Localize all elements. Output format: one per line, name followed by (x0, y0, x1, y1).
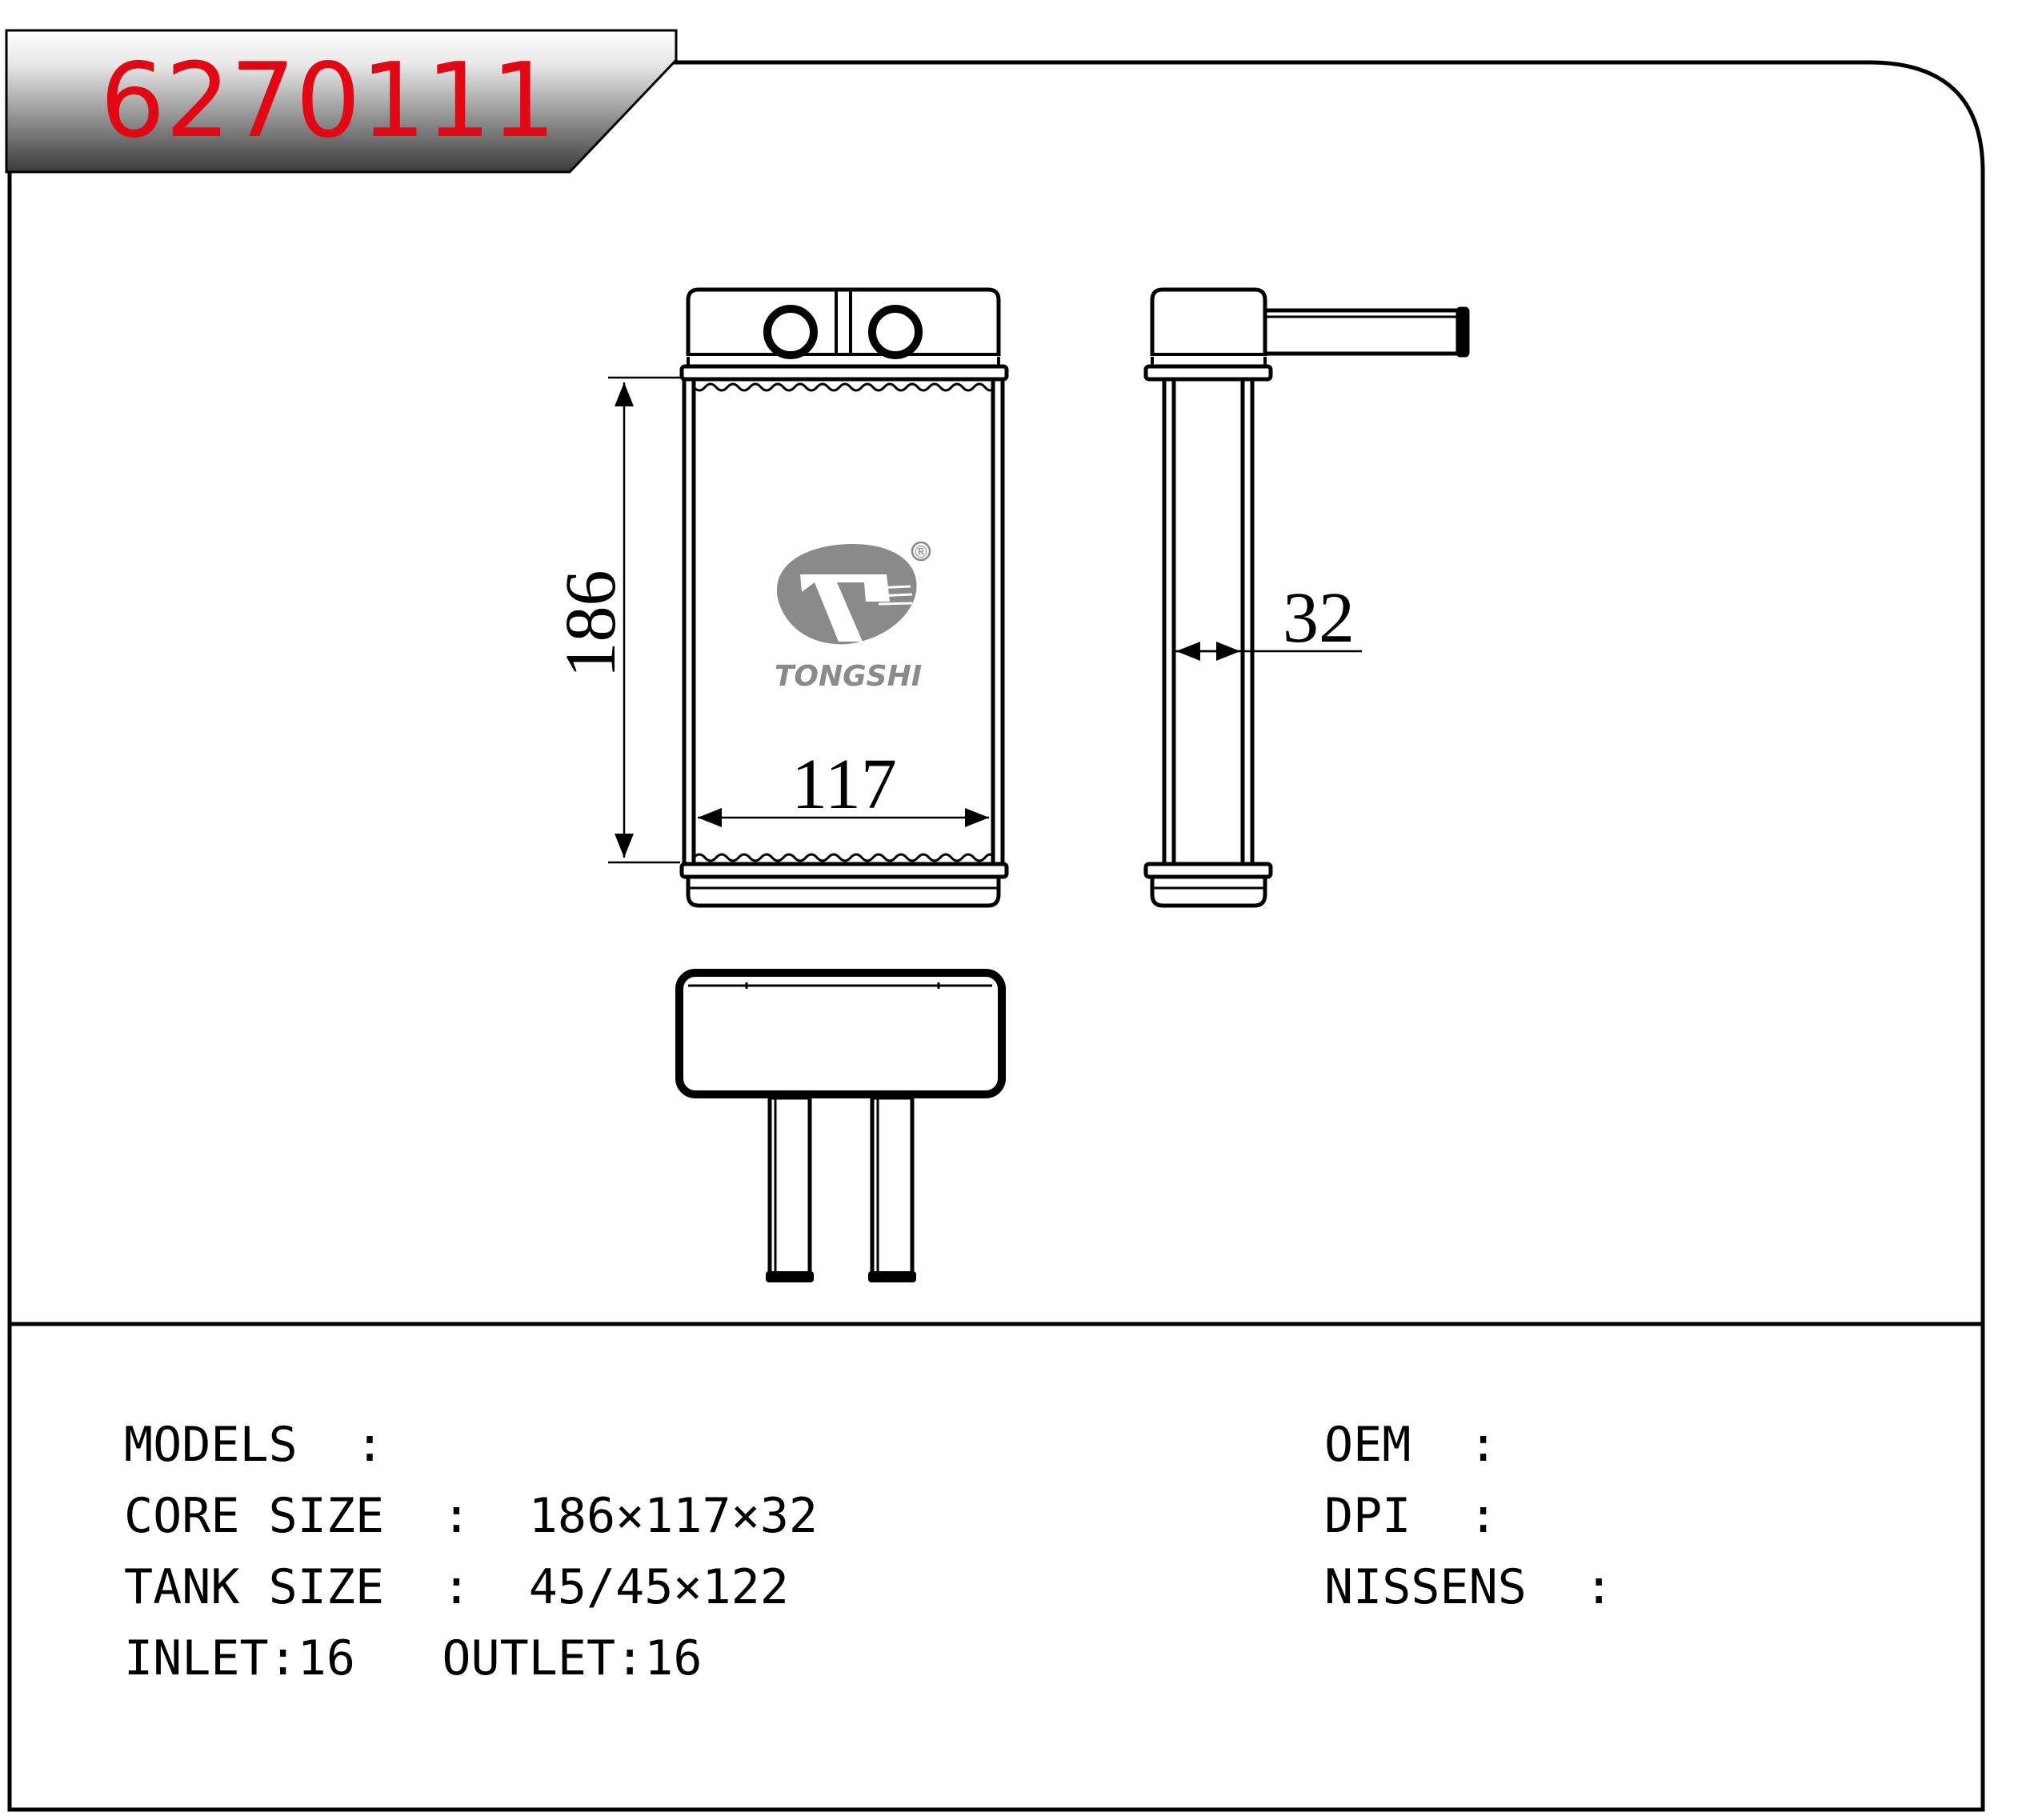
spec-oem: OEM : (1324, 1417, 1498, 1473)
dimension-depth: 32 (1174, 578, 1362, 661)
top-view-tank (675, 969, 1006, 1098)
dimension-depth-label: 32 (1283, 578, 1355, 658)
dimension-height: 186 (551, 376, 680, 864)
front-view (679, 287, 1009, 908)
side-view (1143, 287, 1470, 908)
bottom-header-plate (679, 862, 1009, 879)
core-wall-left (682, 377, 696, 866)
port-circle-left (763, 305, 818, 359)
top-tank (686, 287, 1001, 356)
side-top-tank (1150, 287, 1267, 356)
dimension-width-label: 117 (791, 745, 897, 824)
spec-nissens: NISSENS : (1324, 1559, 1613, 1615)
specs-left: MODELS : CORE SIZE : 186×117×32 TANK SIZ… (124, 1417, 818, 1686)
dimension-height-label: 186 (551, 570, 631, 678)
spec-core-size: CORE SIZE : 186×117×32 (124, 1488, 818, 1544)
bottom-tank (686, 877, 1001, 908)
top-view (675, 969, 1006, 1282)
logo-emblem (776, 544, 917, 645)
spec-models: MODELS : (124, 1417, 384, 1473)
side-pipe-end (1455, 306, 1470, 358)
sheet-border (7, 60, 1985, 1812)
spec-ports: INLET:16 OUTLET:16 (124, 1630, 702, 1686)
side-core-left (1162, 377, 1176, 866)
spec-tank-size: TANK SIZE : 45/45×122 (124, 1559, 789, 1615)
port-circle-right (868, 305, 923, 359)
side-core-right (1240, 377, 1255, 866)
dimension-width: 117 (698, 745, 989, 827)
spec-dpi: DPI : (1324, 1488, 1498, 1544)
registered-mark-circle (911, 541, 931, 562)
registered-mark: ® (913, 542, 929, 562)
part-number: 6270111 (100, 42, 556, 161)
core-wall-right (991, 377, 1005, 866)
logo-brand: TONGSHI (775, 660, 922, 693)
tongshi-logo: ® TONGSHI (775, 541, 931, 693)
specs-right: OEM : DPI : NISSENS : (1324, 1417, 1613, 1615)
side-bottom-tank (1150, 877, 1267, 908)
part-number-badge: 6270111 (5, 29, 678, 174)
top-header-plate (679, 364, 1009, 382)
